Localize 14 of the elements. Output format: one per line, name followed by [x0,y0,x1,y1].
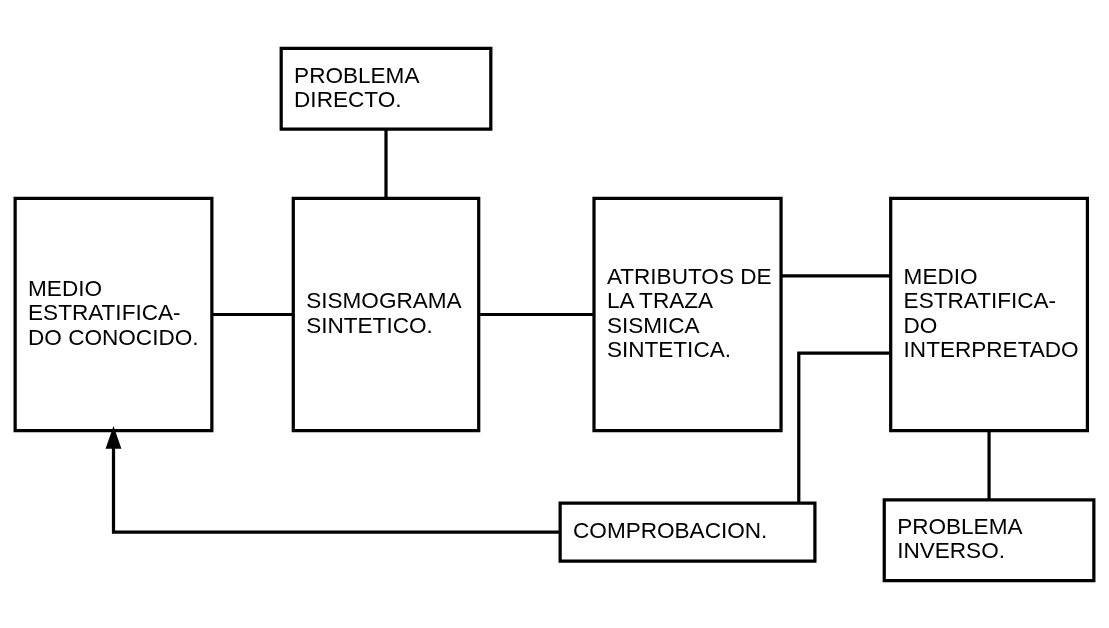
node-box: PROBLEMA DIRECTO. [279,46,493,131]
connector [478,312,594,316]
connector [384,128,388,198]
node-box: PROBLEMA INVERSO. [882,497,1096,582]
node-box: ATRIBUTOS DE LA TRAZA SISMICA SINTETICA. [592,196,783,432]
node-box: SISMOGRAMA SINTETICO. [291,196,481,432]
connector [797,351,891,503]
node-box: COMPROBACION. [558,501,817,563]
connector [211,312,294,316]
connector [781,273,891,277]
connector [987,430,991,500]
arrow [105,425,561,534]
node-box: MEDIO ESTRATIFICA- DO CONOCIDO. [13,196,214,432]
node-box: MEDIO ESTRATIFICA- DO INTERPRETADO [889,196,1089,432]
